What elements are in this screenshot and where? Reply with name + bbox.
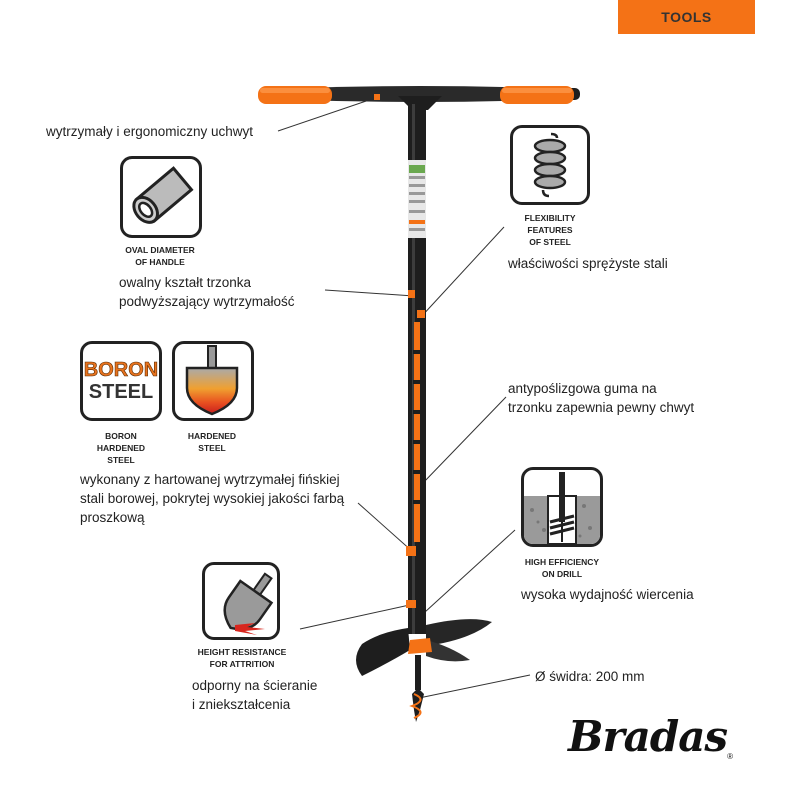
attrition-caption: odporny na ścieranie i zniekształcenia [192,678,318,712]
flexibility-caption: właściwości sprężyste stali [508,256,668,271]
hardened-shovel-icon [172,341,254,421]
drill-caption: wysoka wydajność wiercenia [521,587,694,602]
boron-label: BORON HARDENED STEEL [96,431,146,465]
category-tab[interactable]: TOOLS [618,0,755,34]
attrition-label: HEIGHT RESISTANCE FOR ATTRITION [197,647,287,669]
drill-label: HIGH EFFICIENCY ON DRILL [524,557,600,579]
leader-lines [277,96,531,699]
flexibility-label: FLEXIBILITY FEATURES OF STEEL [524,213,576,247]
grip-caption: antypoślizgowa guma na trzonku zapewnia … [508,381,695,415]
oval-label: OVAL DIAMETER OF HANDLE [125,245,195,267]
t-handle [258,86,580,110]
worn-shovel-icon [202,562,280,640]
diameter-caption: Ø świdra: 200 mm [535,669,645,684]
handle-caption: wytrzymały i ergonomiczny uchwyt [46,124,254,139]
boron-text: BORON [83,359,159,382]
brand-logo: Bradas ® [568,712,733,761]
auger-blades [356,619,492,722]
boron-steel-icon: BORON STEEL [80,341,162,421]
brand-name: Bradas [568,712,728,761]
registered-mark: ® [727,752,733,761]
oval-tube-icon [120,156,202,238]
steel-text: STEEL [88,381,154,403]
drill-in-soil-icon [521,467,603,547]
oval-caption: owalny kształt trzonka podwyższający wyt… [119,275,295,309]
steel-caption: wykonany z hartowanej wytrzymałej fiński… [80,472,345,525]
spring-icon [510,125,590,205]
hardened-label: HARDENED STEEL [187,431,237,453]
shaft [406,104,426,634]
